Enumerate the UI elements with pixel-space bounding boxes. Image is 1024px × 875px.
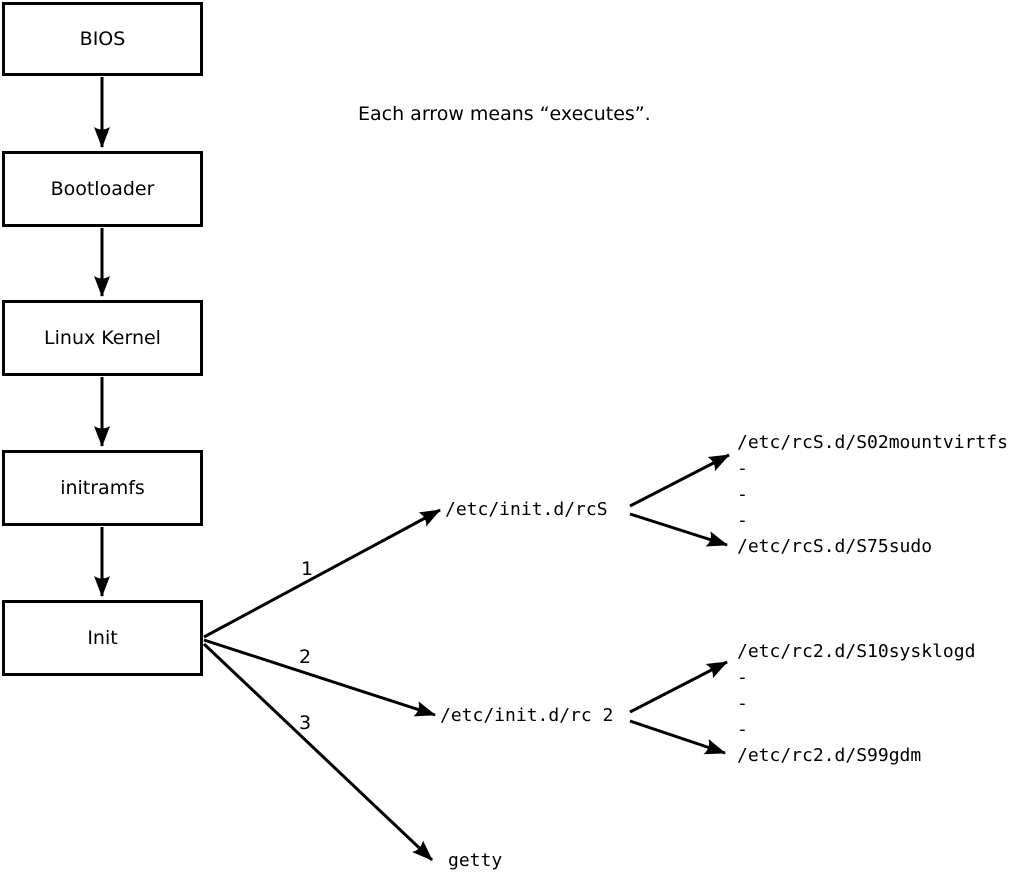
arrow-rc2-to-first-script	[629, 660, 728, 714]
rcS-script-list: /etc/rcS.d/S02mountvirtfs - - - /etc/rcS…	[737, 430, 1008, 560]
branch-number-1: 1	[301, 558, 314, 580]
arrow-init-to-getty	[202, 642, 434, 862]
box-bootloader-label: Bootloader	[50, 178, 155, 200]
ellipsis-dash: -	[737, 719, 748, 740]
ellipsis-dash: -	[737, 510, 748, 531]
branch-number-2: 2	[299, 646, 312, 668]
box-init: Init	[2, 600, 203, 676]
node-etc-init-d-rcS: /etc/init.d/rcS	[445, 499, 608, 520]
box-bios: BIOS	[2, 2, 203, 76]
arrow-init-to-rcS	[203, 508, 441, 639]
diagram-caption: Each arrow means “executes”.	[358, 103, 651, 125]
box-initramfs: initramfs	[2, 450, 203, 526]
ellipsis-dash: -	[737, 458, 748, 479]
box-bootloader: Bootloader	[2, 151, 203, 227]
box-linux-kernel: Linux Kernel	[2, 300, 203, 376]
node-etc-init-d-rc2: /etc/init.d/rc 2	[440, 705, 614, 726]
rc2-first-script: /etc/rc2.d/S10sysklogd	[737, 641, 976, 662]
box-linux-kernel-label: Linux Kernel	[44, 327, 161, 349]
rcS-first-script: /etc/rcS.d/S02mountvirtfs	[737, 432, 1008, 453]
box-initramfs-label: initramfs	[60, 477, 145, 499]
box-bios-label: BIOS	[79, 28, 126, 50]
arrow-rcS-to-first-script	[629, 453, 730, 508]
arrow-init-to-rc2	[203, 638, 436, 717]
arrow-rc2-to-last-script	[629, 719, 726, 755]
branch-number-3: 3	[299, 712, 312, 734]
rcS-last-script: /etc/rcS.d/S75sudo	[737, 536, 933, 557]
ellipsis-dash: -	[737, 693, 748, 714]
rc2-script-list: /etc/rc2.d/S10sysklogd - - - /etc/rc2.d/…	[737, 639, 975, 769]
node-getty: getty	[448, 850, 503, 871]
ellipsis-dash: -	[737, 667, 748, 688]
box-init-label: Init	[87, 627, 118, 649]
rc2-last-script: /etc/rc2.d/S99gdm	[737, 745, 922, 766]
ellipsis-dash: -	[737, 484, 748, 505]
arrow-rcS-to-last-script	[629, 512, 728, 547]
